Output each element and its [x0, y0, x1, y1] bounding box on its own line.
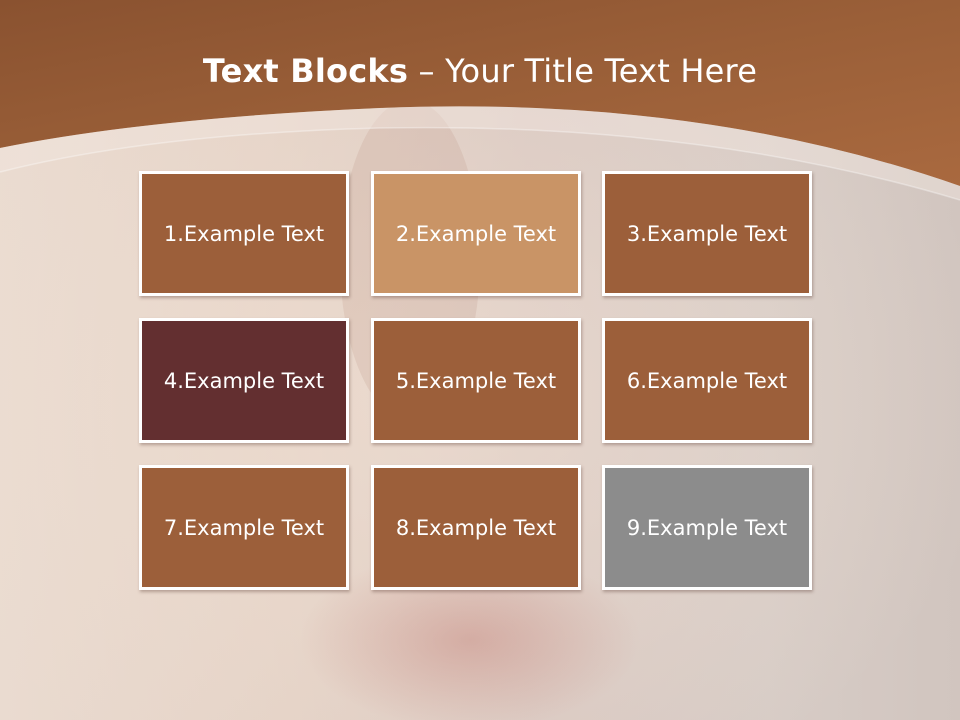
- text-block-8: 8.Example Text: [371, 465, 581, 590]
- text-block-2: 2.Example Text: [371, 171, 581, 296]
- title-bold: Text Blocks: [202, 52, 409, 90]
- text-block-4: 4.Example Text: [139, 318, 349, 443]
- text-block-3: 3.Example Text: [602, 171, 812, 296]
- text-block-1: 1.Example Text: [139, 171, 349, 296]
- text-block-9: 9.Example Text: [602, 465, 812, 590]
- text-block-7: 7.Example Text: [139, 465, 349, 590]
- slide-title: Text Blocks – Your Title Text Here: [0, 52, 960, 90]
- title-dash: –: [408, 52, 446, 90]
- text-block-5: 5.Example Text: [371, 318, 581, 443]
- text-block-6: 6.Example Text: [602, 318, 812, 443]
- title-rest: Your Title Text Here: [445, 52, 758, 90]
